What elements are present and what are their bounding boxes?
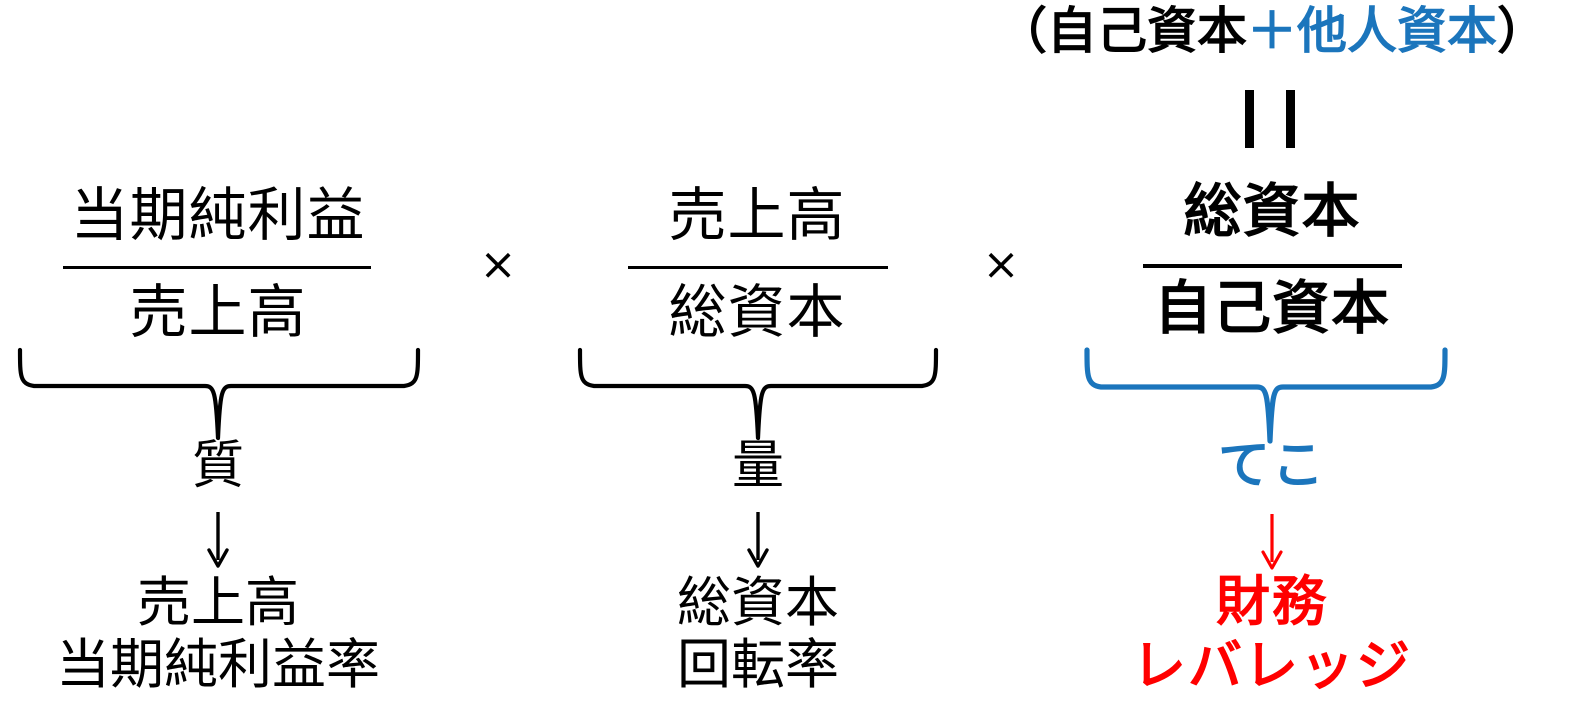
col-quantity-numerator: 売上高: [668, 181, 846, 249]
col-quantity-denominator: 総資本: [668, 278, 846, 346]
col-quality-result: 売上高 当期純利益率: [56, 572, 380, 696]
col-quantity-result: 総資本 回転率: [677, 572, 839, 696]
col-quantity-arrow-down-icon: [738, 512, 778, 568]
col-quality-denominator: 売上高: [129, 278, 307, 346]
col-quality-arrow-down-icon: [198, 512, 238, 568]
col-quantity-brace-label: 量: [731, 436, 785, 496]
col-leverage-brace: [1065, 346, 1485, 446]
col-leverage-brace-label: てこ: [1217, 436, 1327, 496]
paren-close: ）: [1497, 2, 1547, 60]
double-bar-equals: [1245, 90, 1295, 148]
capital-composition-note: （自己資本＋他人資本）: [997, 6, 1547, 56]
plus-sign: ＋: [1247, 2, 1297, 60]
multiply-operator-2: ×: [982, 239, 1020, 290]
col-quantity-brace: [560, 346, 980, 444]
paren-open: （: [997, 2, 1047, 60]
col-quality-fraction-bar: [63, 266, 371, 269]
col-leverage-result-line1: 財務: [1216, 570, 1328, 633]
col-quality-numerator: 当期純利益: [70, 181, 366, 249]
col-quality-result-line2: 当期純利益率: [56, 633, 380, 696]
col-leverage-denominator: 自己資本: [1153, 274, 1391, 342]
col-leverage-result: 財務 レバレッジ: [1132, 570, 1412, 698]
multiply-operator-1: ×: [479, 239, 517, 290]
term-debt: 他人資本: [1297, 2, 1497, 60]
col-quantity-result-line2: 回転率: [677, 633, 839, 696]
col-quantity-result-line1: 総資本: [677, 571, 839, 634]
col-quality-brace-label: 質: [191, 436, 245, 496]
col-leverage-arrow-down-icon: [1252, 514, 1292, 570]
col-leverage-result-line2: レバレッジ: [1132, 634, 1412, 697]
col-quantity-fraction-bar: [628, 266, 888, 269]
col-quality-brace: [0, 346, 460, 444]
col-quality-result-line1: 売上高: [137, 571, 299, 634]
col-leverage-fraction-bar: [1143, 264, 1402, 268]
term-equity: 自己資本: [1047, 2, 1247, 60]
col-leverage-numerator: 総資本: [1183, 177, 1361, 245]
